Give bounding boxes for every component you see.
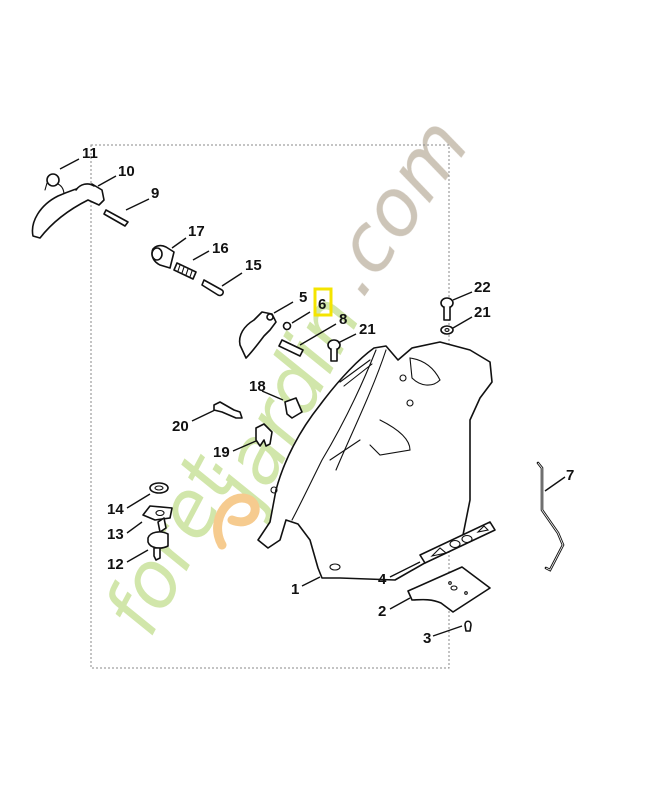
label-10: 10 <box>118 163 135 180</box>
label-17: 17 <box>188 223 205 240</box>
part-9-pin[interactable] <box>103 209 129 227</box>
highlight-box <box>313 287 333 317</box>
part-15-pin[interactable] <box>201 279 225 297</box>
label-11: 11 <box>82 145 98 162</box>
part-16-spring[interactable] <box>173 262 197 280</box>
label-21-upper-left: 21 <box>359 321 376 338</box>
label-4: 4 <box>378 571 387 588</box>
label-18: 18 <box>249 378 266 395</box>
part-10-throttle-trigger[interactable] <box>31 183 105 239</box>
part-13-plate[interactable] <box>142 505 173 521</box>
part-2-base-plate[interactable] <box>407 566 491 613</box>
label-15: 15 <box>245 257 262 274</box>
part-11-torsion-spring[interactable] <box>44 173 65 196</box>
part-22-screw[interactable] <box>440 297 454 321</box>
leader-lines <box>59 158 566 637</box>
part-number-labels: 11 10 9 17 16 15 5 6 8 21 22 21 18 20 19… <box>82 145 574 647</box>
label-21-upper-right: 21 <box>474 304 491 321</box>
label-13: 13 <box>107 526 124 543</box>
part-17-sleeve[interactable] <box>151 244 175 269</box>
label-9: 9 <box>151 185 159 202</box>
label-6: 6 <box>318 296 326 313</box>
part-20-clip[interactable] <box>213 401 243 419</box>
watermark-accent <box>213 493 260 550</box>
label-8: 8 <box>339 311 347 328</box>
label-22: 22 <box>474 279 491 296</box>
part-14-nut[interactable] <box>149 482 169 494</box>
label-14: 14 <box>107 501 124 518</box>
part-1-housing[interactable] <box>257 341 493 581</box>
label-16: 16 <box>212 240 229 257</box>
part-8-pin[interactable] <box>278 339 304 357</box>
label-2: 2 <box>378 603 386 620</box>
label-7: 7 <box>566 467 574 484</box>
part-21-screw[interactable] <box>327 339 341 362</box>
assembly-frame <box>90 144 450 669</box>
part-6-spring[interactable] <box>282 321 292 331</box>
label-5: 5 <box>299 289 307 306</box>
part-7-throttle-rod[interactable] <box>536 461 565 572</box>
label-12: 12 <box>107 556 124 573</box>
part-19-contact-spring[interactable] <box>255 423 273 447</box>
label-20: 20 <box>172 418 189 435</box>
watermark-com: .com <box>304 102 488 310</box>
label-19: 19 <box>213 444 230 461</box>
part-21-washer[interactable] <box>440 325 454 335</box>
part-12-switch[interactable] <box>147 517 169 561</box>
part-4-warning-label[interactable] <box>419 521 496 564</box>
part-18-contact-spring[interactable] <box>284 397 303 419</box>
label-1: 1 <box>291 581 299 598</box>
label-3: 3 <box>423 630 431 647</box>
part-3-plug[interactable] <box>464 620 472 632</box>
part-5-trigger-lockout[interactable] <box>238 311 277 359</box>
